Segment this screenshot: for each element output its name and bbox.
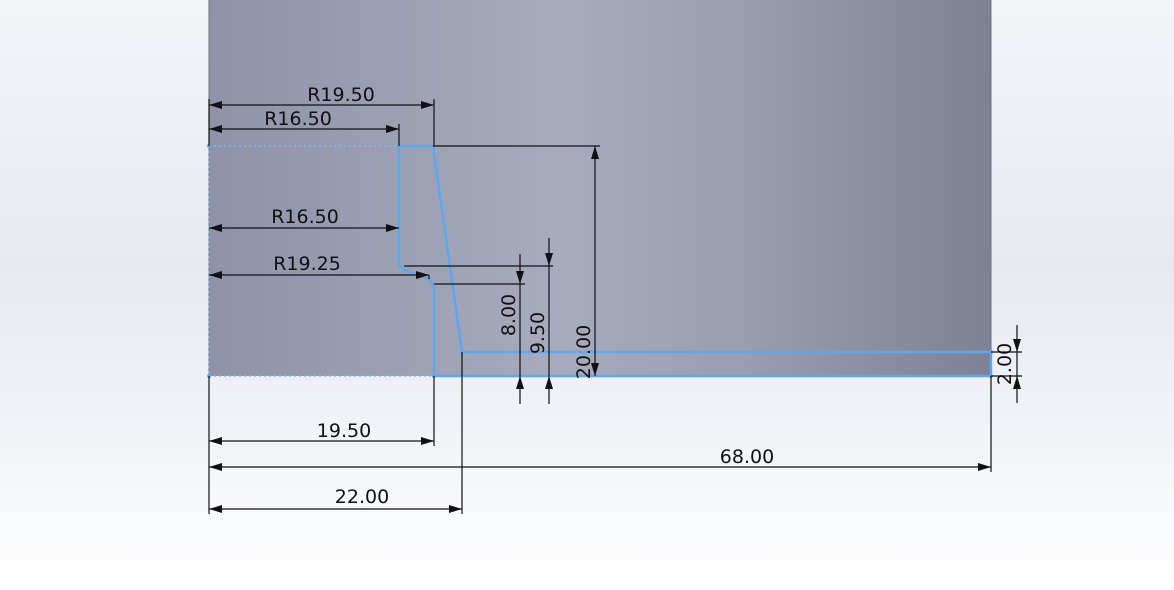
dimension-label: R16.50 bbox=[271, 206, 339, 228]
dimension-label: R16.50 bbox=[264, 108, 332, 130]
dimension-label: 8.00 bbox=[498, 294, 520, 336]
dimension-r16-50-top[interactable]: R16.50 bbox=[209, 108, 400, 146]
dimension-r19-50[interactable]: R19.50 bbox=[208, 84, 435, 146]
dimension-20-00[interactable]: 20.00 bbox=[573, 146, 599, 379]
dimension-label: 22.00 bbox=[335, 486, 389, 508]
dimension-8-00[interactable]: 8.00 bbox=[498, 254, 524, 404]
dimension-label: 9.50 bbox=[527, 312, 549, 354]
dimension-r16-50-mid[interactable]: R16.50 bbox=[209, 206, 399, 232]
dimension-r19-25[interactable]: R19.25 bbox=[209, 253, 430, 279]
part-body bbox=[209, 0, 991, 376]
dimension-2-00[interactable]: 2.00 bbox=[991, 325, 1022, 403]
dimension-9-50[interactable]: 9.50 bbox=[527, 238, 553, 404]
dimension-label: 2.00 bbox=[994, 343, 1016, 385]
dimension-22-00[interactable]: 22.00 bbox=[209, 486, 462, 513]
dimension-label: 19.50 bbox=[317, 420, 371, 442]
dimension-68-00[interactable]: 68.00 bbox=[209, 446, 991, 471]
dimension-label: 20.00 bbox=[573, 325, 595, 379]
dimension-label: 68.00 bbox=[720, 446, 774, 468]
dimension-label: R19.25 bbox=[273, 253, 341, 275]
dimension-label: R19.50 bbox=[307, 84, 375, 106]
dimension-19-50[interactable]: 19.50 bbox=[209, 420, 434, 445]
